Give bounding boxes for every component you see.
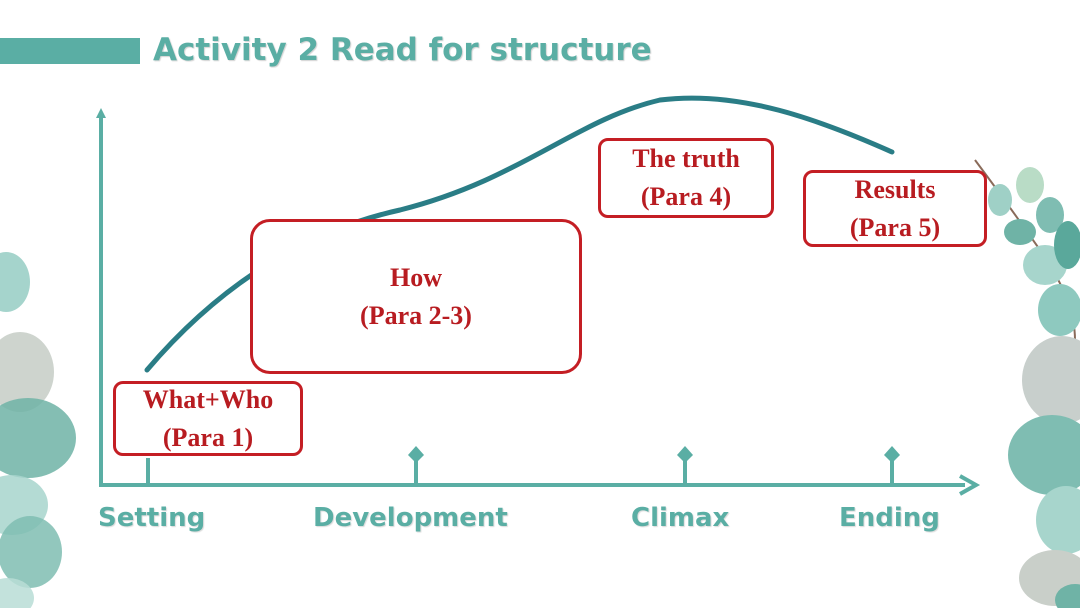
how-label: How: [390, 262, 442, 292]
results-label: Results: [854, 174, 936, 204]
stage-label-development: Development: [313, 503, 508, 533]
what-who-para: (Para 1): [162, 422, 254, 452]
truth-para: (Para 4): [640, 182, 732, 211]
title-accent-bar: [0, 38, 140, 64]
what-who-label: What+Who: [142, 384, 274, 414]
stage-label-ending: Ending: [839, 503, 940, 533]
stage-ticks: [146, 446, 900, 485]
stage-label-climax: Climax: [631, 503, 730, 533]
truth-box: The truth (Para 4): [598, 138, 774, 218]
axes: [96, 108, 981, 496]
stage-label-setting: Setting: [98, 503, 206, 533]
results-para: (Para 5): [849, 212, 941, 242]
how-para: (Para 2-3): [360, 300, 472, 330]
truth-label: The truth: [632, 144, 740, 174]
left-leaves-decoration: [0, 252, 76, 608]
what-who-box: What+Who (Para 1): [113, 381, 303, 456]
results-box: Results (Para 5): [803, 170, 987, 247]
how-box: How (Para 2-3): [250, 219, 582, 374]
slide-title: Activity 2 Read for structure: [153, 32, 652, 68]
right-leaves-decoration: [974, 159, 1080, 608]
